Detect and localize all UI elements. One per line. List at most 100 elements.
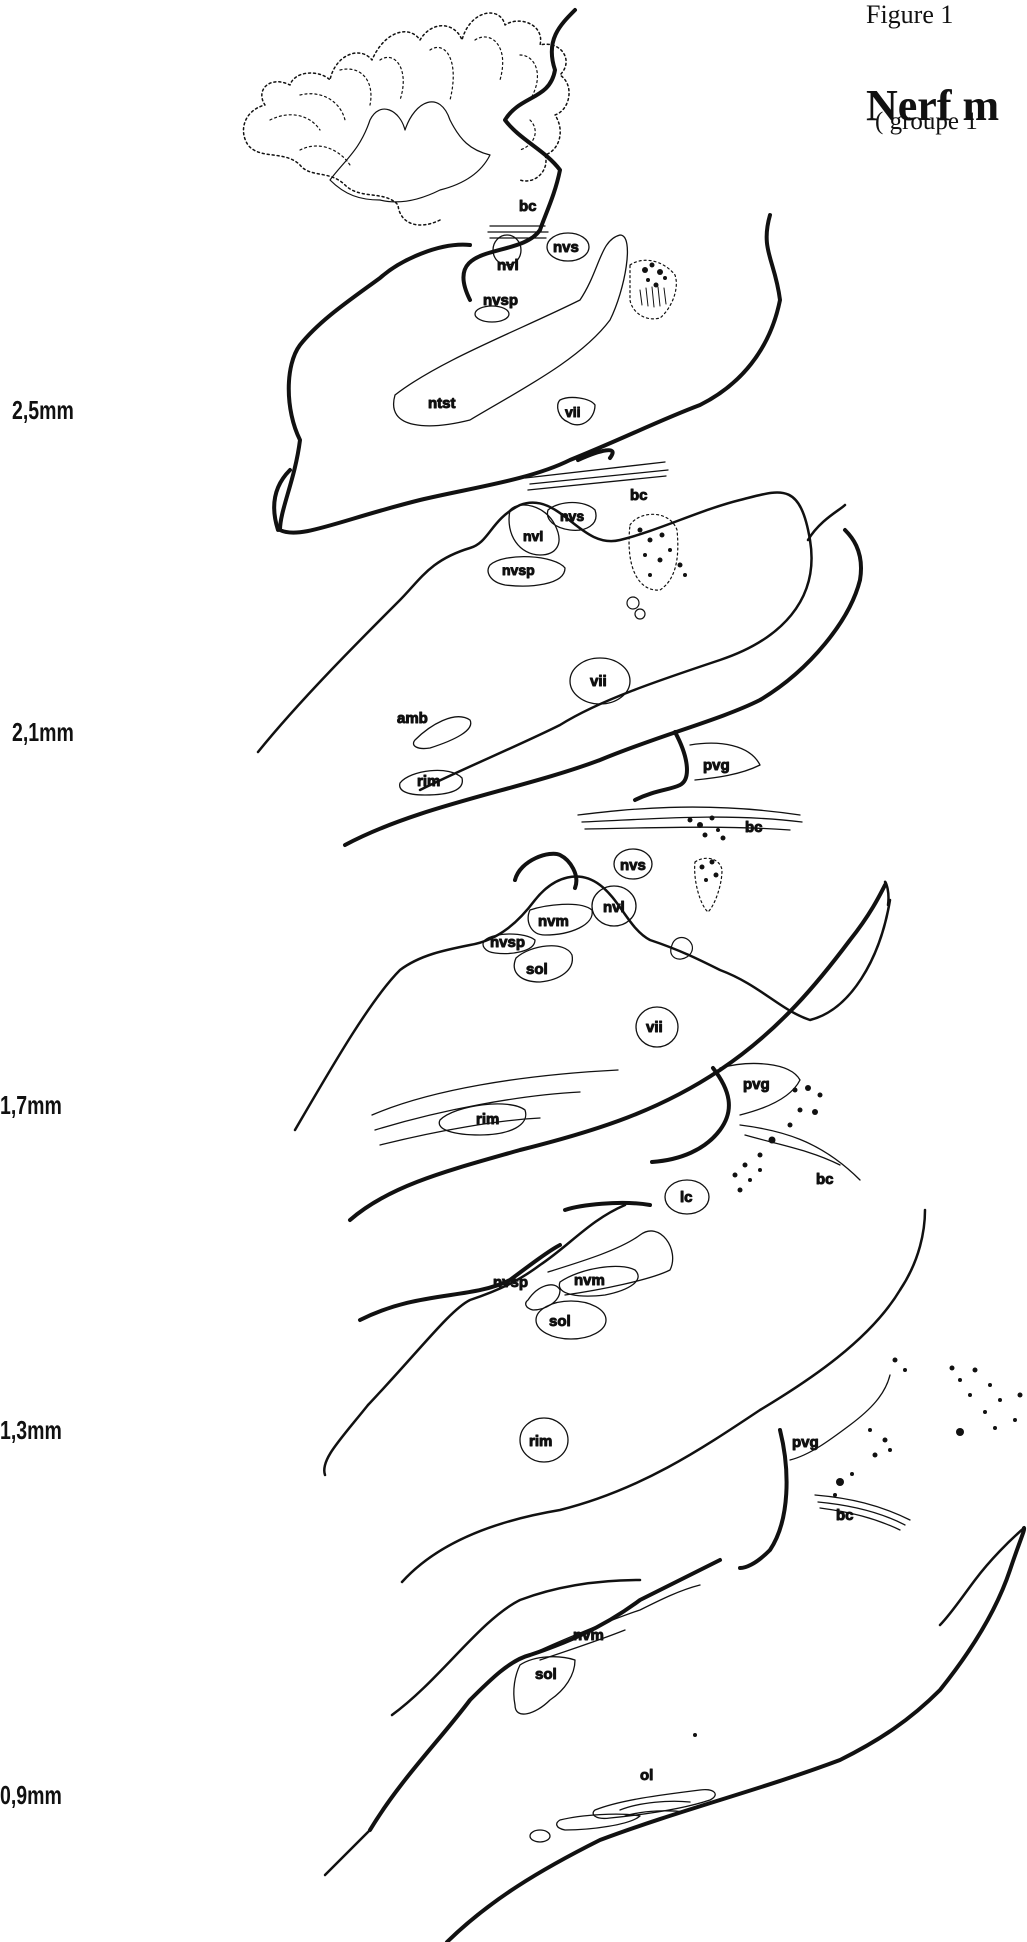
stippled-region-3 [694,857,723,913]
sol-nucleus-3 [513,945,573,983]
label-amb: amb [397,710,428,727]
section4-lower-outline [400,1208,927,1584]
pvg-region [689,742,761,781]
nvsp-nucleus-3 [482,933,536,955]
depth-label-4: 1,3mm [0,1415,62,1445]
rim-nucleus-3 [438,1103,527,1136]
label-nvsp-3: nvsp [490,934,525,951]
section4-band [547,1230,674,1296]
depth-label-2: 2,1mm [12,717,74,747]
label-nvl: nvl [497,257,519,274]
dot-5 [693,1733,697,1737]
small-cell-3 [670,936,694,960]
pvg-region-3 [719,1062,801,1116]
section-1-7mm: nvs nvm nvl nvsp sol vii rim pvg bc lc [293,848,892,1222]
label-rim-3: rim [476,1111,499,1128]
label-vii: vii [565,404,581,420]
section-2-1mm: bc nvs nvl nvsp vii amb rim pvg bc [256,448,863,847]
label-rim: rim [417,773,440,790]
bc-tract-2b [577,806,803,831]
small-cell-2a [626,596,640,610]
nvm-nucleus-3 [527,903,593,936]
vii-nucleus-2 [569,657,631,705]
figure-label: Figure 1 [866,0,954,29]
label-bc-2b: bc [745,819,763,836]
section-1-3mm: nvm nvsp sol rim pvg bc [322,1200,1023,1584]
label-nvsp-2: nvsp [502,562,535,578]
label-sol-4: sol [549,1313,571,1330]
nvl-nucleus-3 [591,885,637,927]
cerebellum-inner-folds [269,36,539,166]
section5-lower-outline [445,1526,1027,1942]
section4-hook [563,1200,652,1212]
pvg-region-4 [789,1374,891,1461]
pvg-curve-4 [738,1428,789,1570]
labeled-cells-cluster-3 [699,859,719,882]
labeled-cells-cluster-4 [833,1357,1023,1497]
labeled-cells-cluster-2b [687,815,726,841]
nvs-nucleus [546,232,590,262]
stippled-hatching [639,286,667,308]
label-nvm-5: nvm [573,1627,604,1644]
label-sol-3: sol [526,961,548,978]
vii-nucleus-3 [635,1006,679,1048]
section5-left-edge [323,1828,372,1877]
label-vii-3: vii [646,1019,663,1036]
section2-outline [256,491,813,792]
label-pvg-3: pvg [743,1076,770,1093]
label-pvg: pvg [703,757,730,774]
label-nvsp-4: nvsp [493,1274,528,1291]
labeled-cells-cluster [642,262,667,288]
label-ol: ol [640,1767,653,1784]
section4-outline [366,1203,627,1407]
figure-subtitle: ( groupe 1 [875,108,978,135]
ol-nucleus-lower [556,1813,641,1831]
ol-nucleus [592,1789,716,1820]
label-pvg-4: pvg [792,1434,819,1451]
section5-thick-outline [368,1558,722,1832]
label-bc-3: bc [816,1171,834,1188]
section5-outline [390,1578,642,1717]
bc-tract-3 [739,1124,861,1181]
pvg-curve [633,730,689,802]
nvl-nucleus [492,234,522,266]
amb-nucleus [412,716,472,750]
rim-nucleus [399,769,463,796]
nvs-nucleus-3 [613,848,653,880]
cerebellum-white-matter [329,101,491,203]
section3-outline [293,875,892,1132]
labeled-cells-cluster-2 [637,527,687,577]
label-bc: bc [519,198,537,215]
rim-nucleus-4 [519,1417,569,1463]
label-lc: lc [680,1189,693,1206]
label-bc-4: bc [836,1507,854,1524]
label-bc-2: bc [630,487,648,504]
sol-nucleus-5 [513,1656,576,1715]
section1-outline [461,8,577,302]
label-nvs-3: nvs [620,857,646,874]
ol-small [529,1829,551,1843]
bc-tract-2 [524,461,669,491]
section2-lower-outline [343,528,863,847]
section3-lower-outline [348,883,887,1222]
nvsp-nucleus-2 [487,556,566,587]
sol-nucleus-4 [535,1300,607,1340]
stippled-region [629,259,677,320]
label-vii-2: vii [590,673,607,690]
nvm-nucleus-4 [558,1265,639,1297]
figure-title: Nerf m [866,81,1000,130]
section5-right-outline [938,1526,1026,1627]
label-nvs: nvs [553,239,579,256]
section4-thick-outline [358,1243,562,1322]
ntst-nucleus [392,234,629,427]
section2-right-edge [806,503,847,542]
nvsp-nucleus [474,305,510,323]
lc-nucleus [664,1179,710,1215]
vii-nucleus [557,396,596,426]
section-0-9mm: nvm sol ol [323,1526,1027,1942]
labeled-cells-cluster-3b [732,1085,823,1193]
depth-label-1: 2,5mm [12,395,74,425]
nvl-nucleus-2 [508,504,560,556]
label-sol-5: sol [535,1666,557,1683]
